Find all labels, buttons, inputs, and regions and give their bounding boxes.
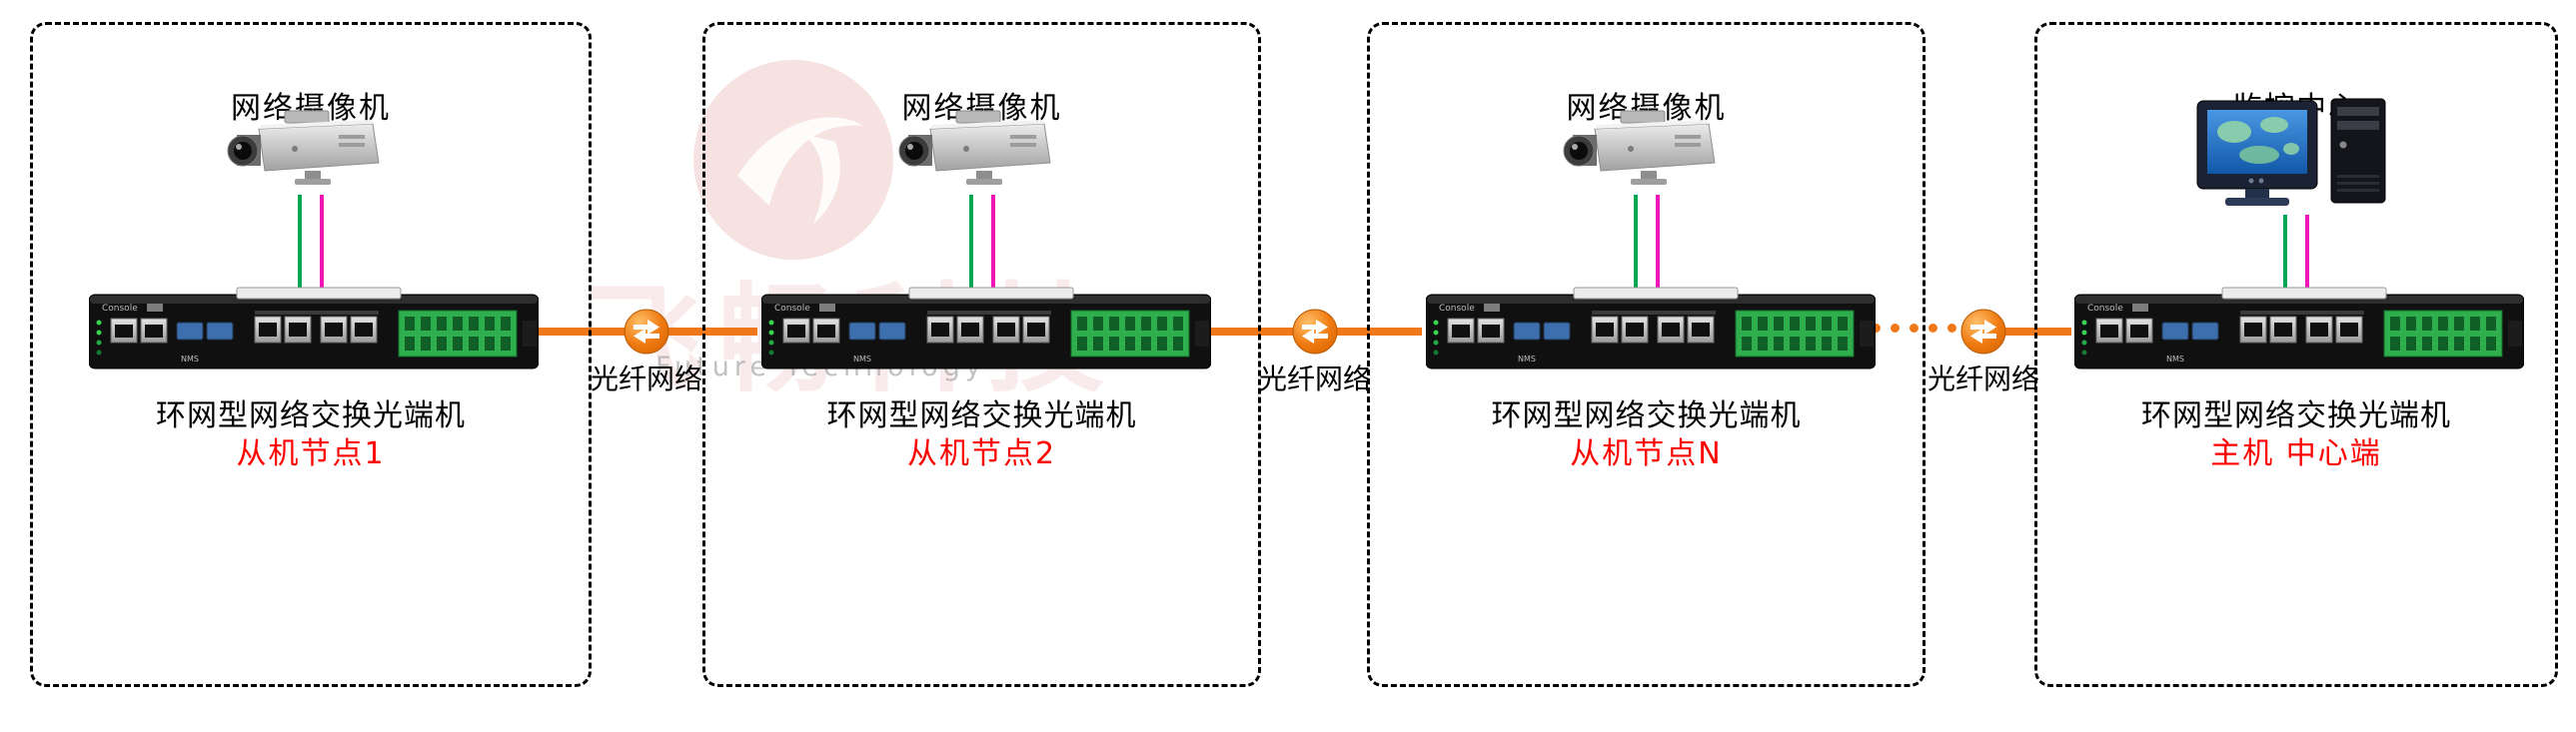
- fiber-link-line-3-solid: [1975, 328, 2071, 336]
- node-box-master-center: 监控中心 Console NMS: [2034, 22, 2558, 687]
- network-camera-graphic: [1563, 110, 1716, 185]
- monitor-screen: [2207, 110, 2307, 174]
- node-role-label: 从机节点1: [236, 436, 386, 471]
- device-top-label-strip: [236, 287, 402, 300]
- sfp-slot: [206, 322, 234, 341]
- fiber-network-label: 光纤网络: [1258, 363, 1371, 395]
- uplink-line-magenta: [1655, 195, 1660, 291]
- nms-text: NMS: [853, 355, 871, 364]
- uplink-line-magenta: [2305, 215, 2309, 291]
- uplink-line-magenta: [990, 195, 995, 291]
- console-text: Console: [1439, 304, 1475, 314]
- console-text: Console: [102, 304, 138, 314]
- nms-text: NMS: [1518, 355, 1536, 364]
- fiber-exchange-icon: [1960, 309, 2006, 355]
- fiber-network-label: 光纤网络: [590, 363, 702, 395]
- node-role-label: 从机节点2: [906, 436, 1057, 471]
- node-box-slave-n: 网络摄像机 Console NMS: [1367, 22, 1926, 687]
- device-label: 环网型网络交换光端机: [2141, 398, 2451, 433]
- sfp-slot: [176, 322, 204, 341]
- device-label: 环网型网络交换光端机: [156, 398, 466, 433]
- network-camera-graphic: [227, 110, 380, 185]
- uplink-line-green: [968, 195, 973, 291]
- nms-text: NMS: [2166, 355, 2184, 364]
- device-label: 环网型网络交换光端机: [826, 398, 1137, 433]
- ring-fiber-switch-graphic: Console NMS: [89, 287, 539, 369]
- watermark-logo: [693, 60, 893, 260]
- console-text: Console: [774, 304, 810, 314]
- network-camera-graphic: [898, 110, 1051, 185]
- ring-fiber-switch-graphic: Console NMS: [2074, 287, 2524, 369]
- uplink-line-magenta: [320, 195, 324, 291]
- console-text: Console: [2087, 304, 2123, 314]
- ring-fiber-switch-graphic: Console NMS: [761, 287, 1211, 369]
- uplink-line-green: [298, 195, 302, 291]
- node-role-label: 从机节点N: [1570, 436, 1723, 471]
- node-role-label: 主机 中心端: [2210, 436, 2382, 471]
- fiber-exchange-icon: [624, 309, 669, 355]
- fiber-exchange-icon: [1292, 309, 1338, 355]
- nms-text: NMS: [181, 355, 199, 364]
- device-label: 环网型网络交换光端机: [1491, 398, 1802, 433]
- node-box-slave-1: 网络摄像机 Console NMS: [30, 22, 592, 687]
- uplink-line-green: [2283, 215, 2287, 291]
- fiber-network-label: 光纤网络: [1927, 363, 2039, 395]
- node-box-slave-2: 网络摄像机 Console NMS: [702, 22, 1261, 687]
- ring-fiber-switch-graphic: Console NMS: [1426, 287, 1876, 369]
- monitoring-workstation-graphic: [2196, 98, 2386, 206]
- uplink-line-green: [1633, 195, 1638, 291]
